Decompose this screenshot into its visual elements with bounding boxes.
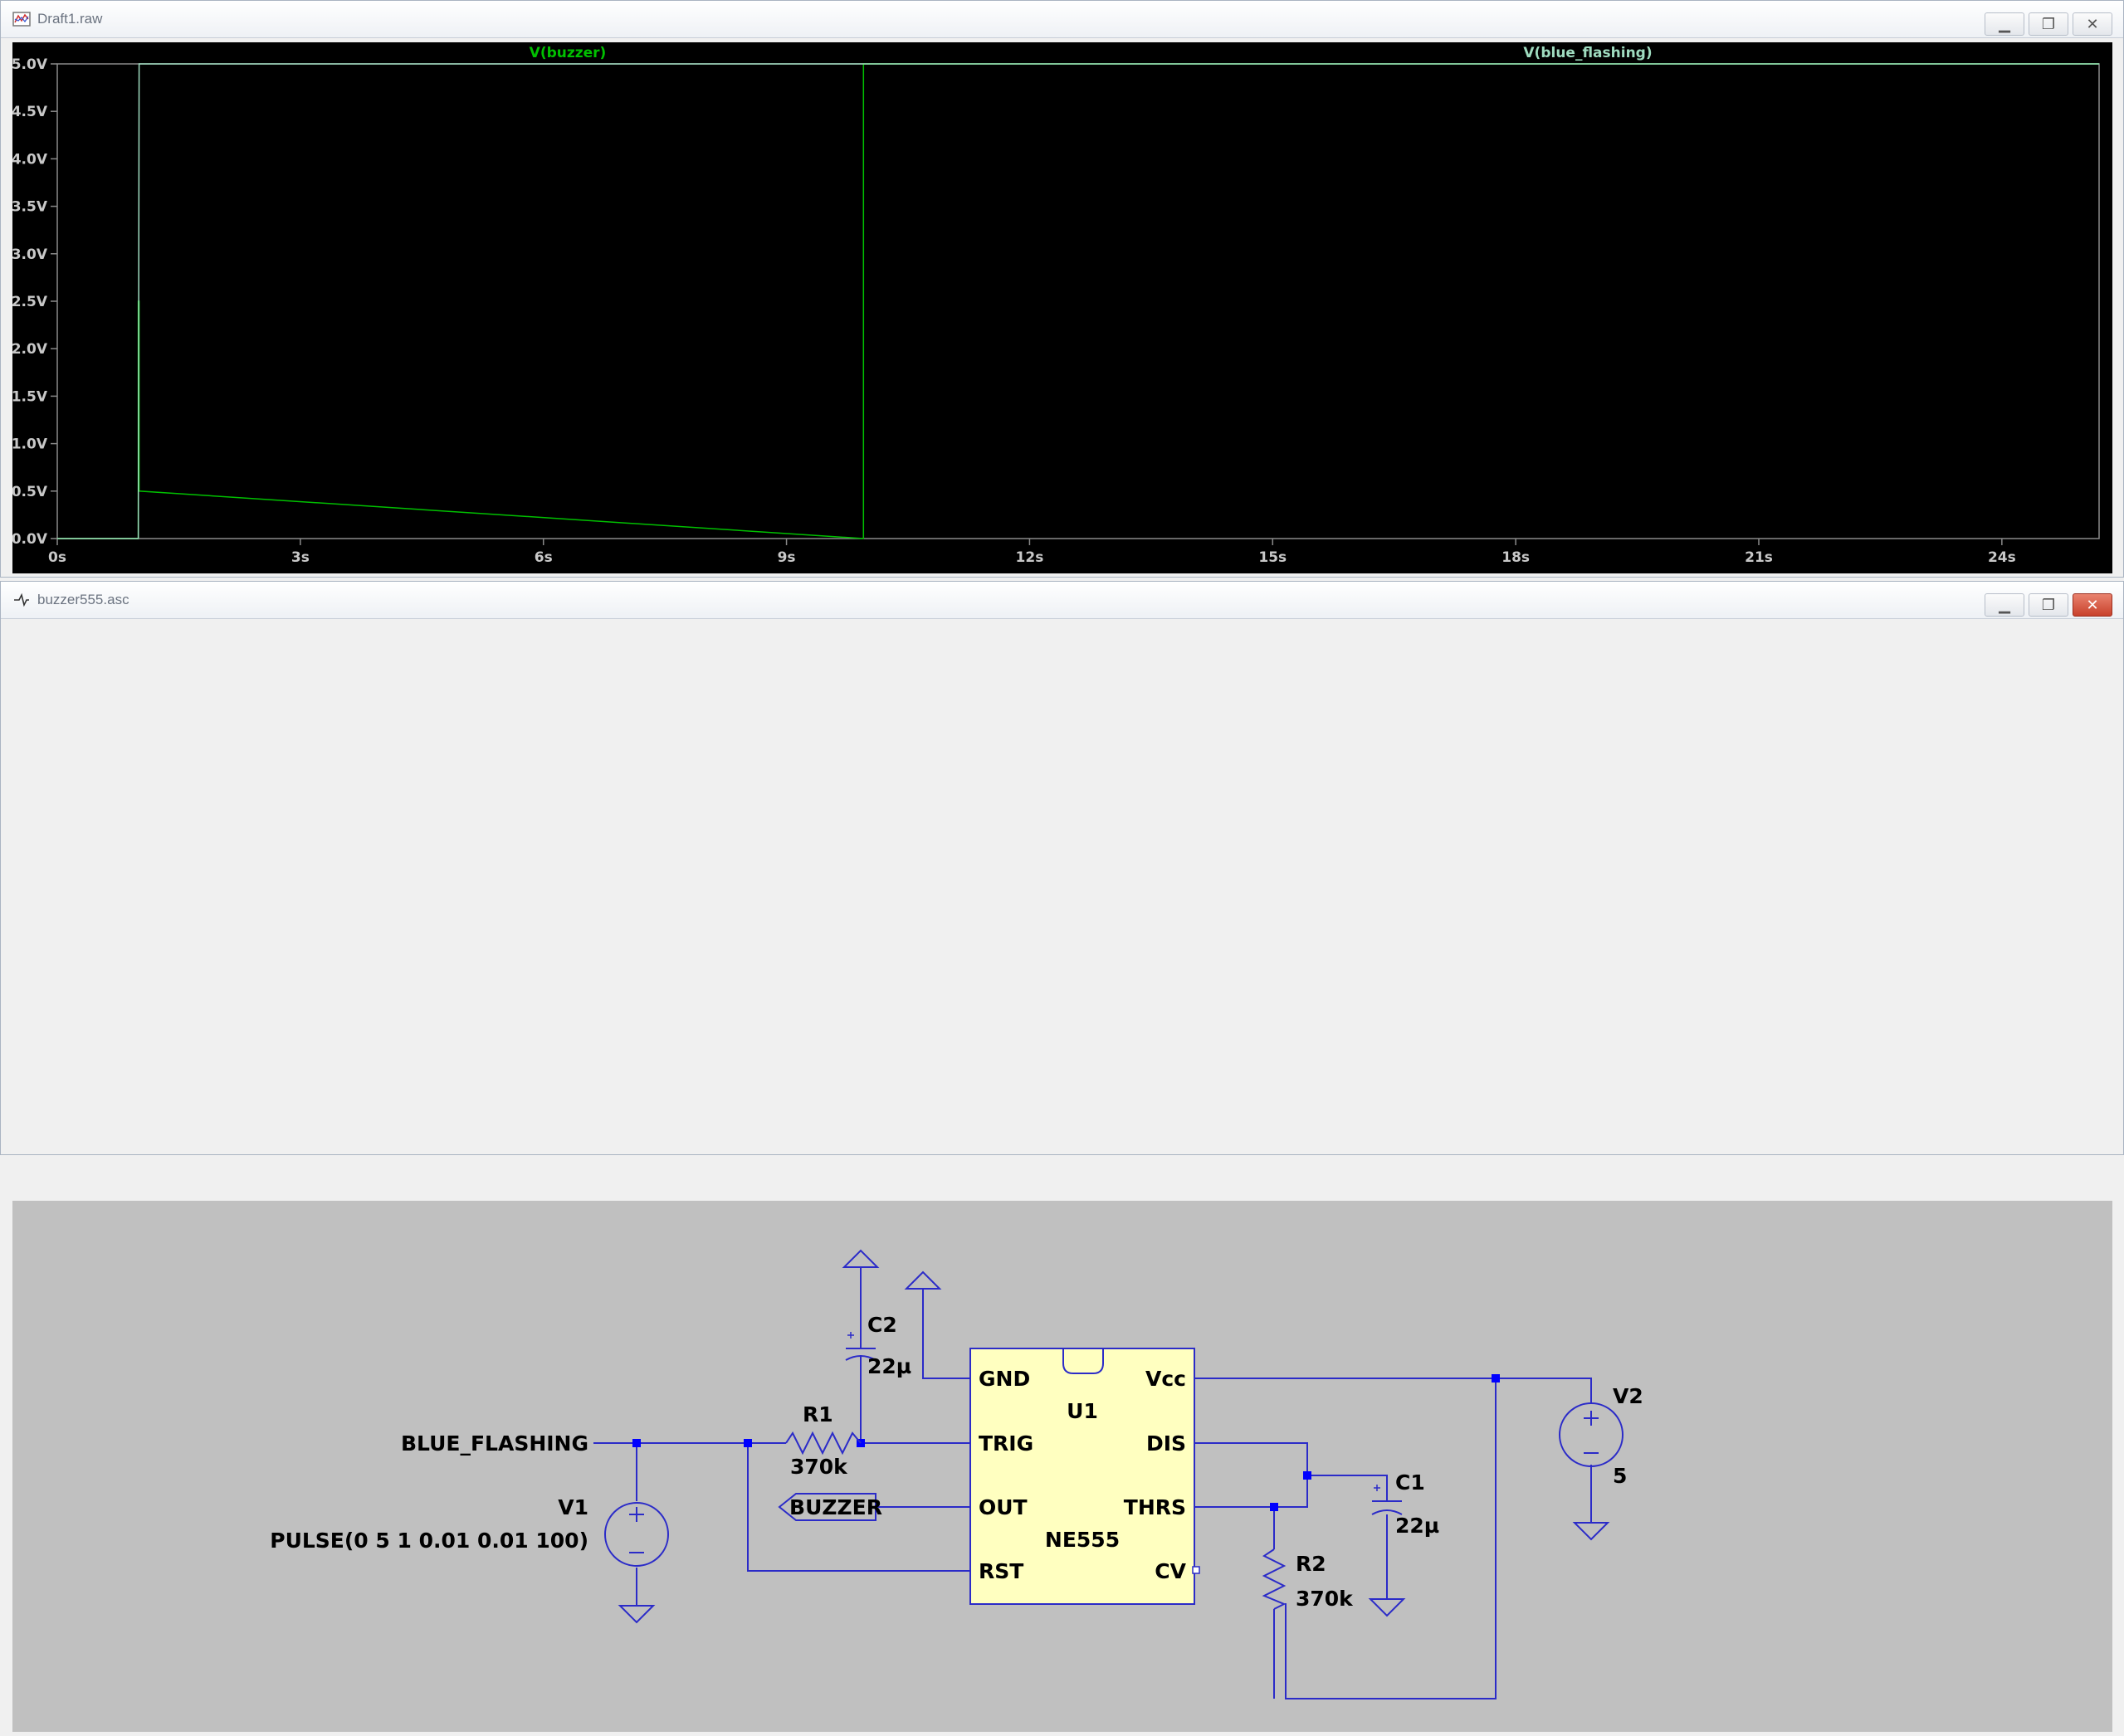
y-tick-label: 0.0V xyxy=(12,531,48,548)
junction-thrs xyxy=(1270,1503,1278,1511)
label-pin-rst: RST xyxy=(979,1559,1023,1583)
label-pin-out: OUT xyxy=(979,1495,1028,1519)
chart-series xyxy=(57,63,2099,539)
plot-window-title: Draft1.raw xyxy=(37,11,103,27)
label-pin-thrs: THRS xyxy=(1124,1495,1186,1519)
label-net-buzzer: BUZZER xyxy=(789,1495,882,1519)
plot-minimize-button[interactable]: ▁ xyxy=(1985,12,2024,36)
chart-axes: 5.0V 4.5V 4.0V 3.5V 3.0V 2.5V 2.0V 1.5V 1.0V 0.5V… xyxy=(12,56,2100,566)
x-tick-label: 15s xyxy=(1258,549,1287,566)
label-pin-vcc: Vcc xyxy=(1145,1367,1186,1391)
junction-vcc xyxy=(1492,1374,1500,1382)
y-tick-label: 4.5V xyxy=(12,104,48,120)
schematic-close-button[interactable]: ✕ xyxy=(2073,593,2112,617)
schematic-window: buzzer555.asc ▁ ❐ ✕ xyxy=(0,581,2124,1732)
label-r2-value: 370k xyxy=(1296,1587,1354,1611)
y-tick-label: 3.5V xyxy=(12,199,48,216)
label-v1-value: PULSE(0 5 1 0.01 0.01 100) xyxy=(270,1529,588,1553)
schematic-drawing[interactable]: BLUE_FLASHING V1 PULSE(0 5 1 0.01 0.01 1… xyxy=(12,1201,2112,1732)
x-tick-label: 21s xyxy=(1745,549,1773,566)
waveform-chart[interactable]: 5.0V 4.5V 4.0V 3.5V 3.0V 2.5V 2.0V 1.5V 1.0V 0.5V… xyxy=(12,42,2112,573)
label-pin-gnd: GND xyxy=(979,1367,1030,1391)
trace-label-buzzer[interactable]: V(buzzer) xyxy=(530,45,607,61)
y-tick-label: 5.0V xyxy=(12,56,48,73)
x-tick-label: 0s xyxy=(48,549,66,566)
schematic-minimize-button[interactable]: ▁ xyxy=(1985,593,2024,617)
label-u1-part: NE555 xyxy=(1045,1528,1120,1552)
label-c1-value: 22µ xyxy=(1395,1514,1439,1538)
series-line-buzzer[interactable] xyxy=(57,63,2099,539)
junction-v1 xyxy=(632,1439,641,1447)
wire-vcc-v2[interactable] xyxy=(1496,1378,1592,1403)
label-r2-name: R2 xyxy=(1296,1552,1326,1576)
minimize-icon: ▁ xyxy=(1999,15,2010,32)
x-tick-label: 12s xyxy=(1016,549,1044,566)
y-tick-label: 0.5V xyxy=(12,484,48,500)
schematic-window-titlebar[interactable]: buzzer555.asc ▁ ❐ ✕ xyxy=(1,582,2123,619)
restore-icon: ❐ xyxy=(2041,15,2056,32)
wire-vcc[interactable] xyxy=(1194,1378,1497,1699)
close-icon: ✕ xyxy=(2086,15,2099,32)
voltage-source-v2[interactable] xyxy=(1559,1402,1624,1467)
label-net-blue: BLUE_FLASHING xyxy=(401,1431,588,1456)
x-tick-label: 24s xyxy=(1988,549,2016,566)
y-tick-label: 3.0V xyxy=(12,246,48,263)
label-pin-trig: TRIG xyxy=(979,1431,1033,1456)
voltage-source-v1[interactable] xyxy=(604,1502,669,1567)
label-r1-value: 370k xyxy=(790,1455,848,1479)
ground-v2[interactable] xyxy=(1572,1522,1610,1541)
y-tick-label: 1.0V xyxy=(12,436,48,453)
y-tick-label: 2.0V xyxy=(12,341,48,358)
label-c1-name: C1 xyxy=(1395,1470,1425,1495)
power-flag-gnd-pin[interactable] xyxy=(904,1270,942,1290)
trace-label-blue-flashing[interactable]: V(blue_flashing) xyxy=(1523,45,1652,61)
label-r1-name: R1 xyxy=(803,1402,833,1426)
label-pin-cv: CV xyxy=(1155,1559,1186,1583)
plot-frame xyxy=(56,63,2100,539)
label-u1-name: U1 xyxy=(1067,1399,1098,1423)
wire-dis[interactable] xyxy=(1194,1442,1308,1508)
waveform-plot[interactable]: 5.0V 4.5V 4.0V 3.5V 3.0V 2.5V 2.0V 1.5V 1.0V 0.5V… xyxy=(12,42,2112,573)
resistor-r1[interactable] xyxy=(785,1431,862,1456)
ground-c1[interactable] xyxy=(1368,1598,1406,1617)
plot-restore-button[interactable]: ❐ xyxy=(2029,12,2068,36)
label-v2-value: 5 xyxy=(1613,1464,1627,1488)
schematic-window-title: buzzer555.asc xyxy=(37,592,129,607)
restore-icon: ❐ xyxy=(2041,596,2056,613)
label-c2-name: C2 xyxy=(867,1313,897,1337)
plot-close-button[interactable]: ✕ xyxy=(2073,12,2112,36)
junction-dis xyxy=(1303,1471,1311,1480)
ground-v1[interactable] xyxy=(618,1605,656,1624)
close-icon: ✕ xyxy=(2086,596,2099,613)
label-v1-name: V1 xyxy=(558,1495,588,1519)
x-tick-label: 9s xyxy=(778,549,796,566)
y-tick-label: 2.5V xyxy=(12,294,48,310)
plot-window-titlebar[interactable]: Draft1.raw ▁ ❐ ✕ xyxy=(1,1,2123,38)
pin-cv-marker[interactable] xyxy=(1192,1566,1200,1574)
schematic-icon xyxy=(14,592,29,607)
y-tick-label: 4.0V xyxy=(12,151,48,168)
y-tick-label: 1.5V xyxy=(12,388,48,405)
resistor-r2[interactable] xyxy=(1262,1548,1287,1610)
series-line-blue-flashing[interactable] xyxy=(57,63,2099,539)
junction-rst xyxy=(744,1439,752,1447)
plot-window: Draft1.raw ▁ ❐ ✕ 5.0V 4.5V 4.0V 3.5V 3.0V 2.5… xyxy=(0,0,2124,578)
label-pin-dis: DIS xyxy=(1146,1431,1186,1456)
label-v2-name: V2 xyxy=(1613,1384,1643,1408)
label-c2-value: 22µ xyxy=(867,1354,911,1378)
schematic-restore-button[interactable]: ❐ xyxy=(2029,593,2068,617)
x-tick-label: 3s xyxy=(291,549,310,566)
x-tick-label: 6s xyxy=(535,549,553,566)
minimize-icon: ▁ xyxy=(1999,596,2010,613)
wire-gnd[interactable] xyxy=(922,1289,970,1379)
x-tick-label: 18s xyxy=(1501,549,1530,566)
schematic-canvas[interactable]: BLUE_FLASHING V1 PULSE(0 5 1 0.01 0.01 1… xyxy=(12,1201,2112,1732)
power-flag-c2[interactable] xyxy=(842,1249,880,1268)
waveform-icon xyxy=(12,12,31,27)
